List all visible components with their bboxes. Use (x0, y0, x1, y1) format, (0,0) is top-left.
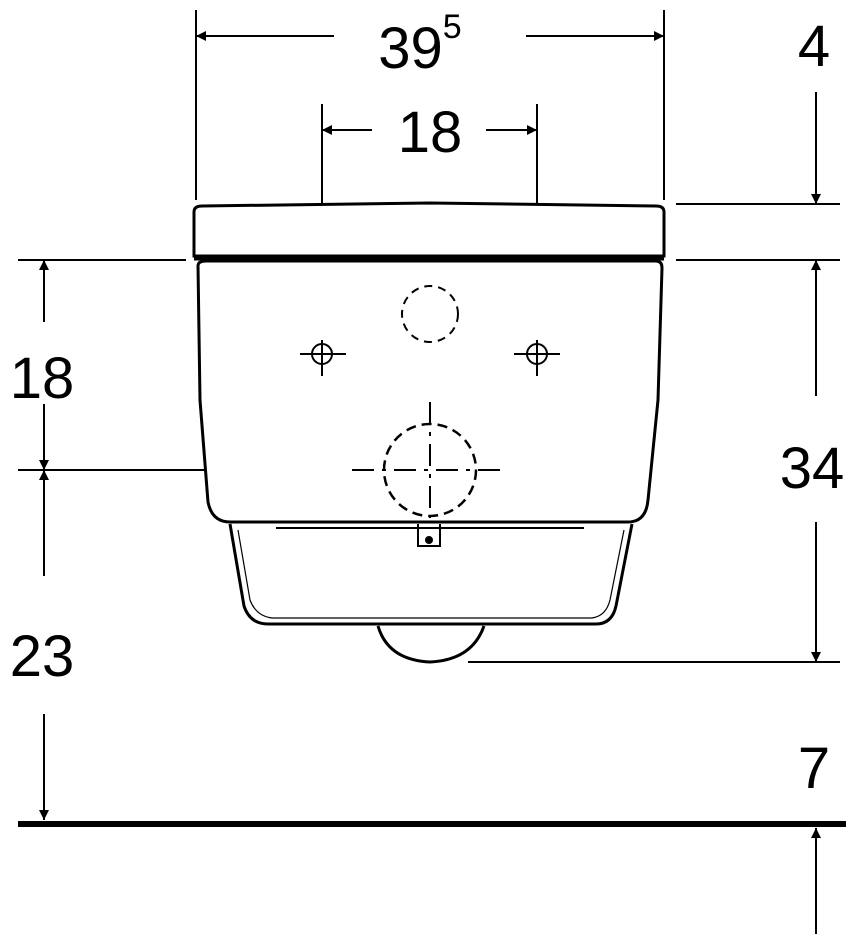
dim-overall-width-label: 395 (378, 8, 461, 81)
toilet-bowl (228, 523, 634, 626)
mount-hole-left (300, 340, 346, 376)
dim-mount-spacing-label: 18 (398, 100, 463, 165)
toilet-bowl-inner (237, 529, 625, 619)
fastening-screw (417, 524, 441, 547)
toilet-body (196, 259, 664, 524)
mount-hole-right (514, 340, 560, 376)
drain-connection (352, 402, 508, 518)
dim-seat-height-label: 4 (798, 14, 830, 79)
dim-body-height-label: 34 (780, 436, 845, 501)
dim-mount-height-label: 18 (10, 346, 75, 411)
dim-outlet-height-label: 23 (10, 624, 75, 689)
toilet-seat (192, 201, 666, 258)
outlet-stub (376, 625, 486, 664)
dim-floor-gap-label: 7 (798, 736, 830, 801)
supply-connection (401, 285, 459, 343)
